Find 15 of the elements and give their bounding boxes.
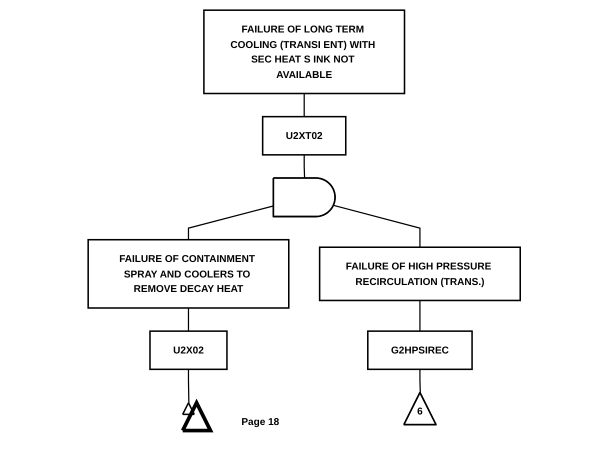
node-box: U2XT02 xyxy=(262,116,346,156)
node-label: Page 18 xyxy=(241,416,280,428)
connector xyxy=(333,204,420,248)
connector xyxy=(303,94,305,117)
connector xyxy=(188,369,190,404)
node-box: U2X02 xyxy=(149,330,228,370)
connector xyxy=(188,205,274,240)
connector xyxy=(303,154,305,178)
connector xyxy=(419,369,421,393)
node-box: FAILURE OF HIGH PRESSURE RECIRCULATION (TRANS.) xyxy=(318,246,521,302)
node-box: FAILURE OF CONTAINMENT SPRAY AND COOLERS TO REMOVE DECAY HEAT xyxy=(87,238,290,309)
node-box: FAILURE OF LONG TERM COOLING (TRANSI ENT) WITH SEC HEAT S INK NOT AVAILABLE xyxy=(202,9,406,94)
connector xyxy=(188,308,189,332)
node-box: G2HPSIREC xyxy=(366,330,473,370)
connector xyxy=(419,300,420,332)
